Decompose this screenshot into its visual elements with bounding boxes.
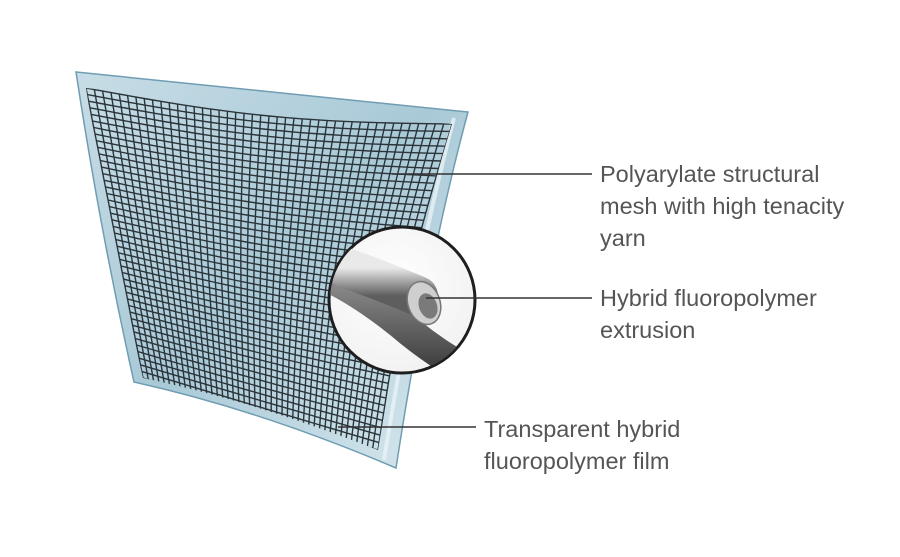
- mesh-weft-line: [128, 304, 391, 370]
- label-film-line-2: fluoropolymer film: [484, 448, 670, 474]
- mesh-weft-line: [105, 186, 420, 236]
- mesh-weft-line: [141, 370, 380, 444]
- label-mesh-line-1: Polyarylate structural: [600, 161, 820, 187]
- label-fluoropolymer-extrusion: Hybrid fluoropolymer extrusion: [600, 282, 817, 346]
- mesh-weft-line: [92, 120, 441, 162]
- mesh-weft-line: [133, 331, 387, 399]
- mesh-weft-line: [93, 126, 439, 170]
- mesh-weft-line: [98, 153, 430, 199]
- mesh-weft-line: [102, 173, 424, 221]
- mesh-weft-line: [86, 88, 452, 125]
- label-transparent-film: Transparent hybrid fluoropolymer film: [484, 413, 680, 477]
- label-extrusion-line-1: Hybrid fluoropolymer: [600, 285, 817, 311]
- mesh-weft-line: [100, 159, 428, 207]
- mesh-weft-line: [96, 140, 435, 184]
- mesh-weft-line: [136, 344, 384, 414]
- mesh-weft-line: [91, 113, 444, 155]
- mesh-weft-line: [103, 179, 422, 229]
- core-end: [418, 293, 438, 319]
- extrusion-zoom-circle: [327, 225, 477, 375]
- mesh-weft-line: [87, 93, 450, 133]
- label-structural-mesh: Polyarylate structural mesh with high te…: [600, 158, 844, 254]
- mesh-weft-line: [138, 357, 382, 429]
- coating-tube: [330, 248, 438, 316]
- mesh-weft-line: [131, 318, 389, 384]
- mesh-weft-line: [89, 107, 446, 147]
- label-mesh-line-2: mesh with high tenacity: [600, 193, 845, 219]
- label-extrusion-line-2: extrusion: [600, 317, 696, 343]
- mesh-weft-line: [94, 133, 437, 177]
- mesh-weft-line: [97, 146, 433, 192]
- mesh-weft-line: [140, 364, 381, 436]
- mesh-weft-line: [88, 100, 448, 140]
- mesh-weft-line: [132, 324, 388, 392]
- label-film-line-1: Transparent hybrid: [484, 416, 681, 442]
- mesh-weft-line: [129, 311, 390, 377]
- mesh-weft-line: [137, 350, 383, 422]
- mesh-weft-line: [135, 337, 385, 407]
- mesh-weft-line: [127, 298, 393, 362]
- label-mesh-line-3: yarn: [600, 225, 646, 251]
- mesh-weft-line: [101, 166, 426, 214]
